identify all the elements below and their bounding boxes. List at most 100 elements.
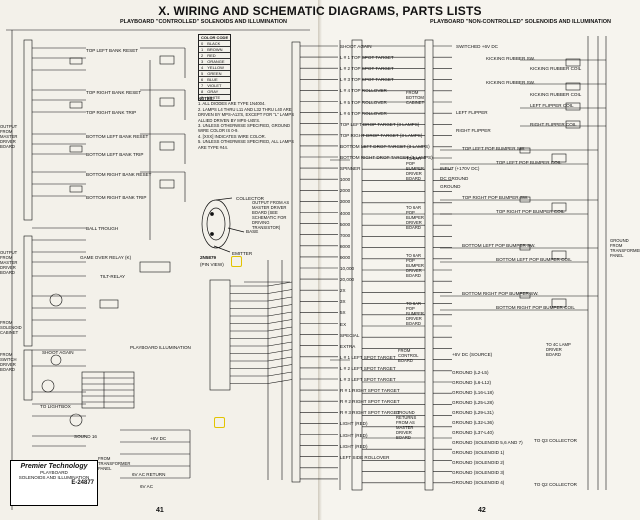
lamp-label: BOTTOM LEFT DROP TARGET (3 LAMPS) [340, 143, 430, 149]
right-page [320, 0, 640, 520]
page-fold [318, 0, 322, 520]
wire [267, 311, 293, 317]
wire [267, 334, 293, 339]
to-lightbox-label: TO LIGHTBOX [40, 404, 71, 409]
transistor-pin-view [201, 197, 245, 253]
lamp-label: SPECIAL [340, 332, 360, 338]
sound-label: SOUND 16 [74, 434, 97, 439]
color-code-name: WHITE [207, 95, 221, 100]
lamp-label: 2X [340, 288, 346, 294]
bottom-right-pop-coil: BOTTOM RIGHT POP BUMPER COIL [496, 305, 575, 310]
tilt-relay: TILT-RELAY [100, 274, 126, 279]
transistor-emitter: EMITTER [232, 251, 253, 256]
pop-bumper-coil [551, 202, 567, 212]
top-left-bank-reset: TOP LEFT BANK RESET [86, 48, 139, 53]
wire [267, 356, 293, 362]
lamp-label: R # 3 RIGHT SPOT TARGET [340, 410, 400, 416]
lamp-label: 10,000 [340, 266, 355, 271]
note-item: 2. LAMPS L4 THRU L11 AND L32 THRU L40 AR… [198, 106, 295, 123]
bottom-right-pop-sw: BOTTOM RIGHT POP BUMPER SW. [462, 291, 539, 296]
page-number-left: 41 [156, 507, 164, 514]
color-code-digit: 8 [201, 89, 204, 94]
solenoid-coil [159, 179, 175, 189]
color-code-title: COLOR CODE [201, 35, 229, 40]
wire [267, 296, 293, 302]
shoot-again-label: SHOOT AGAIN [42, 350, 74, 355]
output-master-label-2: OUTPUT FROM MASTER DRIVER BOARD [0, 250, 18, 275]
color-code-name: GRAY [207, 89, 219, 94]
color-code-name: RED [207, 53, 216, 58]
lamp-label: LIGHT (RED) [340, 443, 368, 449]
premier-drawing-no: E-24877 [71, 480, 94, 486]
lamp-label: R # 2 RIGHT SPOT TARGET [340, 399, 400, 405]
wire [267, 349, 293, 354]
right-flipper: RIGHT FLIPPER [456, 128, 491, 133]
top-right-pop-sw: TOP RIGHT POP BUMPER SW. [462, 195, 529, 200]
lamp-label: 5X [340, 310, 346, 316]
ground-item: GROUND (L16-L18) [452, 390, 494, 395]
lamp-label: EX [340, 321, 347, 327]
color-code-digit: 0 [201, 41, 204, 46]
wire [267, 326, 293, 332]
note-item: 1. ALL DIODES ARE TYPE 1N4004. [198, 101, 266, 107]
output-master-label: OUTPUT FROM MASTER DRIVER BOARD [0, 124, 18, 149]
coil [565, 102, 581, 111]
lamp-label: SPINNER [340, 166, 361, 172]
left-connector-strip-top [23, 39, 33, 221]
ground-item: GROUND (SOLENOID 3) [452, 470, 505, 475]
color-code-name: YELLOW [207, 65, 224, 70]
lamp-label: SHOOT AGAIN [340, 44, 372, 49]
top-right-bank-reset: TOP RIGHT BANK RESET [86, 90, 142, 95]
wire [267, 364, 293, 369]
note-item: 4. [XXX] INDICATES WIRE COLOR. [198, 133, 266, 139]
lamp-connector-block [209, 279, 231, 391]
top-right-pop-coil: TOP RIGHT POP BUMPER COIL [496, 209, 565, 214]
page-number-right: 42 [478, 507, 486, 514]
wire [267, 304, 293, 309]
wire [267, 379, 293, 384]
from-bottom-cabinet: FROM BOTTOM CABINET [406, 90, 425, 105]
wire [267, 289, 293, 294]
ground-item: GROUND (L6-L12) [452, 380, 492, 385]
ground-item: GROUND (L29-L31) [452, 410, 494, 415]
lamp-label: 9000 [340, 254, 351, 260]
color-code-name: ORANGE [207, 59, 225, 64]
ground-returns: GROUND RETURNS FROM AS MASTER DRIVER BOA… [396, 410, 417, 440]
lamp-label: 3000 [340, 199, 351, 205]
pop-dc-ground: DC GROUND [440, 176, 469, 181]
lamp-label: L # 2 LEFT SPOT TARGET [340, 365, 396, 371]
lamp-label: EXTRA [340, 343, 356, 349]
ground-from-transformer: GROUND FROM TRANSFORMER PANEL [610, 238, 640, 258]
lamp-label: L # 6 TOP ROLLOVER [340, 110, 387, 116]
left-flipper-coil: LEFT FLIPPER COIL [530, 103, 574, 108]
color-code-digit: 1 [201, 47, 204, 52]
bottom-left-bank-trip: BOTTOM LEFT BANK TRIP [86, 152, 144, 157]
vdc-6-label: +6V DC [150, 436, 167, 441]
lamp-label: TOP RIGHT DROP TARGET (3 LAMPS) [340, 132, 423, 138]
solenoid-coil [159, 55, 175, 65]
bottom-left-pop-coil: BOTTOM LEFT POP BUMPER COIL [496, 257, 572, 262]
color-code-digit: 4 [201, 65, 204, 70]
bottom-right-bank-reset: BOTTOM RIGHT BANK RESET [86, 172, 152, 177]
to-pop-driver-1: TO 6AR POP BUMPER DRIVER BOARD [406, 156, 424, 181]
lamp-label: LIGHT (RED) [340, 432, 368, 438]
lamp-label: 4000 [340, 210, 351, 216]
top-right-bank-trip: TOP RIGHT BANK TRIP [86, 110, 137, 115]
page-title: X. WIRING AND SCHEMATIC DIAGRAMS, PARTS … [158, 4, 482, 18]
left-subtitle: PLAYBOARD "CONTROLLED" SOLENOIDS AND ILL… [120, 19, 287, 25]
transistor-collector: COLLECTOR [236, 196, 264, 201]
diode [69, 145, 83, 153]
to-pop-driver-3: TO 6AR POP BUMPER DRIVER BOARD [406, 253, 424, 278]
coil [565, 82, 581, 91]
transistor-part: 2N5879 [200, 255, 217, 260]
ground-item: GROUND (SOLENOID 1) [452, 450, 505, 455]
notes-block: NOTES: 1. ALL DIODES ARE TYPE 1N4004.2. … [198, 96, 298, 150]
switch [519, 244, 531, 251]
color-code-digit: 9 [201, 95, 204, 100]
top-left-pop-sw: TOP LEFT POP BUMPER SW. [462, 146, 526, 151]
left-flipper: LEFT FLIPPER [456, 110, 488, 115]
